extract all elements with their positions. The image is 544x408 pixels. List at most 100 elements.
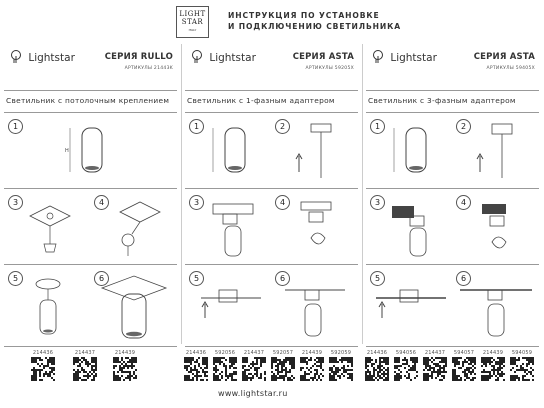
article-code: 592059 <box>330 350 352 356</box>
step-3-cell: 3 <box>366 192 450 262</box>
article-code: 214436 <box>185 350 207 356</box>
installed-lamp-diagram <box>100 275 168 339</box>
qr-code-icon[interactable] <box>271 357 295 381</box>
step-3-cell: 3 <box>4 192 88 262</box>
step-number: 1 <box>189 119 204 134</box>
qr-code-icon[interactable] <box>481 357 505 381</box>
column-rullo: Lightstar СЕРИЯ RULLO АРТИКУЛЫ 21443K Св… <box>0 0 181 408</box>
qr-block: 214436 <box>30 350 56 381</box>
step-number: 5 <box>8 271 23 286</box>
qr-block: 592059 <box>328 350 354 381</box>
bulb-logo-icon <box>11 50 21 63</box>
qr-code-icon[interactable] <box>31 357 55 381</box>
brand: Lightstar <box>191 50 256 64</box>
step-number: 1 <box>8 119 23 134</box>
qr-block: 214437 <box>241 350 267 381</box>
column-asta-3phase: Lightstar СЕРИЯ ASTA АРТИКУЛЫ 59405X Све… <box>362 0 543 408</box>
article-code: 214437 <box>424 350 446 356</box>
top-logo: LIGHT STAR ITALY <box>176 6 209 38</box>
qr-code-icon[interactable] <box>300 357 324 381</box>
qr-code-icon[interactable] <box>365 357 389 381</box>
divider <box>185 188 358 189</box>
step-1-cell: 1 H <box>4 116 177 186</box>
step-number: 6 <box>456 271 471 286</box>
article-code: 594059 <box>511 350 533 356</box>
divider <box>366 90 539 91</box>
articles: АРТИКУЛЫ 21443K <box>124 66 173 71</box>
divider <box>366 188 539 189</box>
qr-block: 594057 <box>451 350 477 381</box>
column-separator <box>362 44 363 344</box>
step-4-cell: 4 <box>452 192 538 262</box>
subtitle: Светильник с 1-фазным адаптером <box>187 96 335 105</box>
wiring-diagram <box>119 201 161 256</box>
qr-code-icon[interactable] <box>510 357 534 381</box>
lamp-attach-diagram <box>35 278 61 335</box>
bulb-logo-icon <box>373 50 383 63</box>
qr-code-icon[interactable] <box>242 357 266 381</box>
brand-name: Lightstar <box>390 52 437 64</box>
qr-code-icon[interactable] <box>113 357 137 381</box>
divider <box>4 264 177 265</box>
qr-block: 214436 <box>364 350 390 381</box>
series-name: СЕРИЯ ASTA <box>292 52 354 62</box>
step-number: 2 <box>275 119 290 134</box>
qr-code-icon[interactable] <box>184 357 208 381</box>
qr-code-icon[interactable] <box>73 357 97 381</box>
divider <box>366 346 539 347</box>
qr-block: 214439 <box>299 350 325 381</box>
step-number: 3 <box>370 195 385 210</box>
step-5-cell: 5 <box>366 268 450 344</box>
ceiling-mount-diagram <box>29 205 71 253</box>
qr-code-icon[interactable] <box>452 357 476 381</box>
article-code: 594056 <box>395 350 417 356</box>
divider <box>185 112 358 113</box>
article-code: 214439 <box>482 350 504 356</box>
article-code: 214437 <box>243 350 265 356</box>
track-adapter-diagram <box>476 123 513 178</box>
article-code: 214437 <box>74 350 96 356</box>
brand-name: Lightstar <box>209 52 256 64</box>
divider <box>4 112 177 113</box>
divider <box>4 188 177 189</box>
qr-block: 594059 <box>509 350 535 381</box>
divider <box>4 90 177 91</box>
step-number: 5 <box>189 271 204 286</box>
divider <box>185 346 358 347</box>
step-number: 3 <box>189 195 204 210</box>
qr-block: 214436 <box>183 350 209 381</box>
step-6-cell: 6 <box>271 268 357 344</box>
qr-code-icon[interactable] <box>423 357 447 381</box>
qr-block: 592057 <box>270 350 296 381</box>
logo-line2: STAR <box>181 18 204 26</box>
step-4-cell: 4 <box>90 192 176 262</box>
article-code: 214439 <box>114 350 136 356</box>
series-name: СЕРИЯ RULLO <box>104 52 173 62</box>
adapter-attach-diagram <box>212 203 254 257</box>
step-6-cell: 6 <box>90 268 176 344</box>
brand: Lightstar <box>10 50 75 64</box>
qr-block: 214437 <box>72 350 98 381</box>
brand: Lightstar <box>372 50 437 64</box>
step-number: 2 <box>456 119 471 134</box>
step-1-cell: 1 <box>185 116 269 186</box>
adapter-lock-diagram <box>300 201 332 245</box>
document-title: ИНСТРУКЦИЯ ПО УСТАНОВКЕ И ПОДКЛЮЧЕНИЮ СВ… <box>228 10 401 32</box>
step-4-cell: 4 <box>271 192 357 262</box>
installed-track-lamp-diagram <box>285 289 345 337</box>
lamp-dimension-diagram <box>393 127 427 173</box>
articles: АРТИКУЛЫ 59205X <box>305 66 354 71</box>
installed-track-lamp-diagram <box>460 289 532 337</box>
series-name: СЕРИЯ ASTA <box>473 52 535 62</box>
track-mount-diagram <box>376 289 446 318</box>
qr-code-icon[interactable] <box>329 357 353 381</box>
website-link[interactable]: www.lightstar.ru <box>218 389 288 398</box>
qr-block: 214437 <box>422 350 448 381</box>
lamp-dimension-diagram <box>212 127 246 173</box>
column-separator <box>181 44 182 344</box>
logo-line3: ITALY <box>188 28 197 32</box>
subtitle: Светильник с потолочным креплением <box>6 96 170 105</box>
qr-code-icon[interactable] <box>394 357 418 381</box>
qr-code-icon[interactable] <box>213 357 237 381</box>
step-number: 6 <box>275 271 290 286</box>
